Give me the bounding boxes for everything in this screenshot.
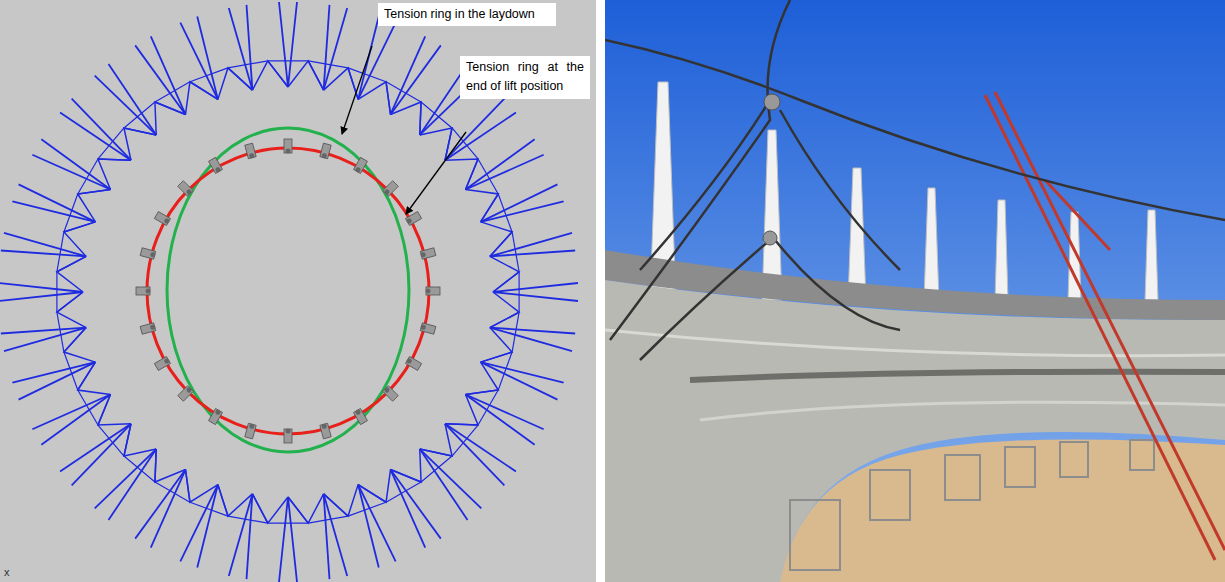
axis-label: x: [4, 566, 10, 578]
callout-box: Tension ring in the laydown: [378, 3, 556, 26]
callout-text: Tension ring at the end of lift position: [466, 58, 584, 97]
callout-text: Tension ring in the laydown: [384, 5, 550, 24]
callout-box: Tension ring at the end of lift position: [460, 56, 590, 99]
